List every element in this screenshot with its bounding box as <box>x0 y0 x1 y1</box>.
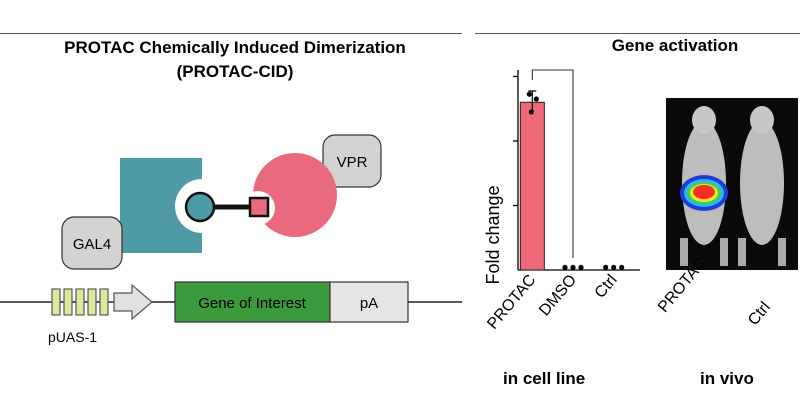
footer-cell-line: in cell line <box>503 369 586 388</box>
bracket-line <box>531 69 574 258</box>
gal4-label: GAL4 <box>73 236 111 253</box>
mouse-head <box>750 106 774 134</box>
uas-repeat <box>99 288 109 316</box>
uas-repeat <box>87 288 97 316</box>
mouse-body <box>740 121 784 245</box>
footer-in-vivo: in vivo <box>700 369 754 388</box>
mouse-protac <box>680 106 728 266</box>
promoter-label: pUAS-1 <box>48 329 97 345</box>
left-title-line2: (PROTAC-CID) <box>176 62 294 81</box>
data-point <box>533 96 539 102</box>
luminescence-signal <box>693 185 715 199</box>
in-vivo-image <box>666 98 798 270</box>
data-point <box>578 264 584 270</box>
promoter-arrow <box>113 283 153 321</box>
gene-of-interest-label: Gene of Interest <box>198 295 306 312</box>
protac-ligand-square <box>248 196 270 218</box>
y-ticks <box>513 75 518 207</box>
top-rule-left <box>0 33 462 34</box>
data-point <box>562 264 568 270</box>
top-rule-right <box>475 33 800 34</box>
bar <box>519 101 545 271</box>
bars <box>519 90 625 271</box>
pink-binder-circle <box>253 153 337 237</box>
pa-box <box>329 281 409 323</box>
significance-bracket <box>531 69 574 258</box>
uas-repeat <box>63 288 73 316</box>
mouse-leg <box>720 238 728 266</box>
mouse-leg <box>778 238 786 266</box>
mouse-head <box>692 106 716 134</box>
data-point <box>611 264 617 270</box>
data-point <box>528 109 534 115</box>
protac-ligand-circle <box>184 191 216 223</box>
pa-label: pA <box>360 295 378 312</box>
data-point <box>619 264 625 270</box>
vivo-label-ctrl: Ctrl <box>745 298 775 329</box>
mouse-ctrl <box>738 106 786 266</box>
data-point <box>526 91 532 97</box>
mouse-leg <box>680 238 688 266</box>
y-axis-label: Fold change <box>483 185 503 284</box>
gal4-box <box>61 216 123 270</box>
x-tick-label: DMSO <box>536 272 580 320</box>
mouse-leg <box>738 238 746 266</box>
gene-of-interest-box <box>174 281 331 323</box>
uas-repeat <box>75 288 85 316</box>
right-title: Gene activation <box>611 36 739 55</box>
left-title-line1: PROTAC Chemically Induced Dimerization <box>64 38 406 57</box>
left-title: PROTAC Chemically Induced Dimerization (… <box>0 36 470 84</box>
uas-repeat <box>51 288 61 316</box>
uas-repeats <box>51 288 109 316</box>
data-point <box>603 264 609 270</box>
x-tick-label: Ctrl <box>592 272 621 302</box>
vpr-box <box>322 134 382 188</box>
protac-cid-diagram: VPR GAL4 pUAS-1 Gene of Interest pA <box>0 134 462 345</box>
data-point <box>570 264 576 270</box>
vpr-label: VPR <box>337 154 368 171</box>
